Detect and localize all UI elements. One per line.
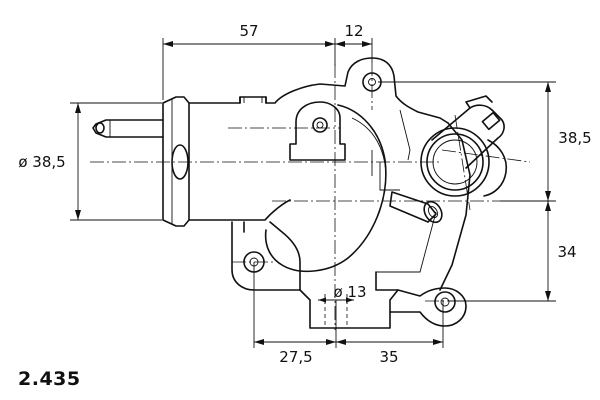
dim-27-5: 27,5 xyxy=(279,348,312,366)
center-lines xyxy=(90,62,531,330)
part-number: 2.435 xyxy=(18,368,81,390)
temperature-sensor xyxy=(420,95,508,197)
thermostat-housing xyxy=(92,57,508,329)
dim-34: 34 xyxy=(557,243,576,261)
dimension-labels: 57 12 38,5 34 ø 38,5 ø 13 27,5 35 xyxy=(18,22,591,366)
inlet-pipe xyxy=(92,119,164,138)
flange xyxy=(162,96,190,227)
dim-diameter-38-5: ø 38,5 xyxy=(18,153,65,171)
dim-diameter-13: ø 13 xyxy=(333,283,366,301)
top-mounting-hole xyxy=(362,72,382,92)
dim-57: 57 xyxy=(239,22,258,40)
dim-35: 35 xyxy=(379,348,398,366)
dim-38-5-right: 38,5 xyxy=(558,129,591,147)
dim-12: 12 xyxy=(344,22,363,40)
main-body xyxy=(188,57,471,329)
vent-nipple xyxy=(389,191,443,224)
